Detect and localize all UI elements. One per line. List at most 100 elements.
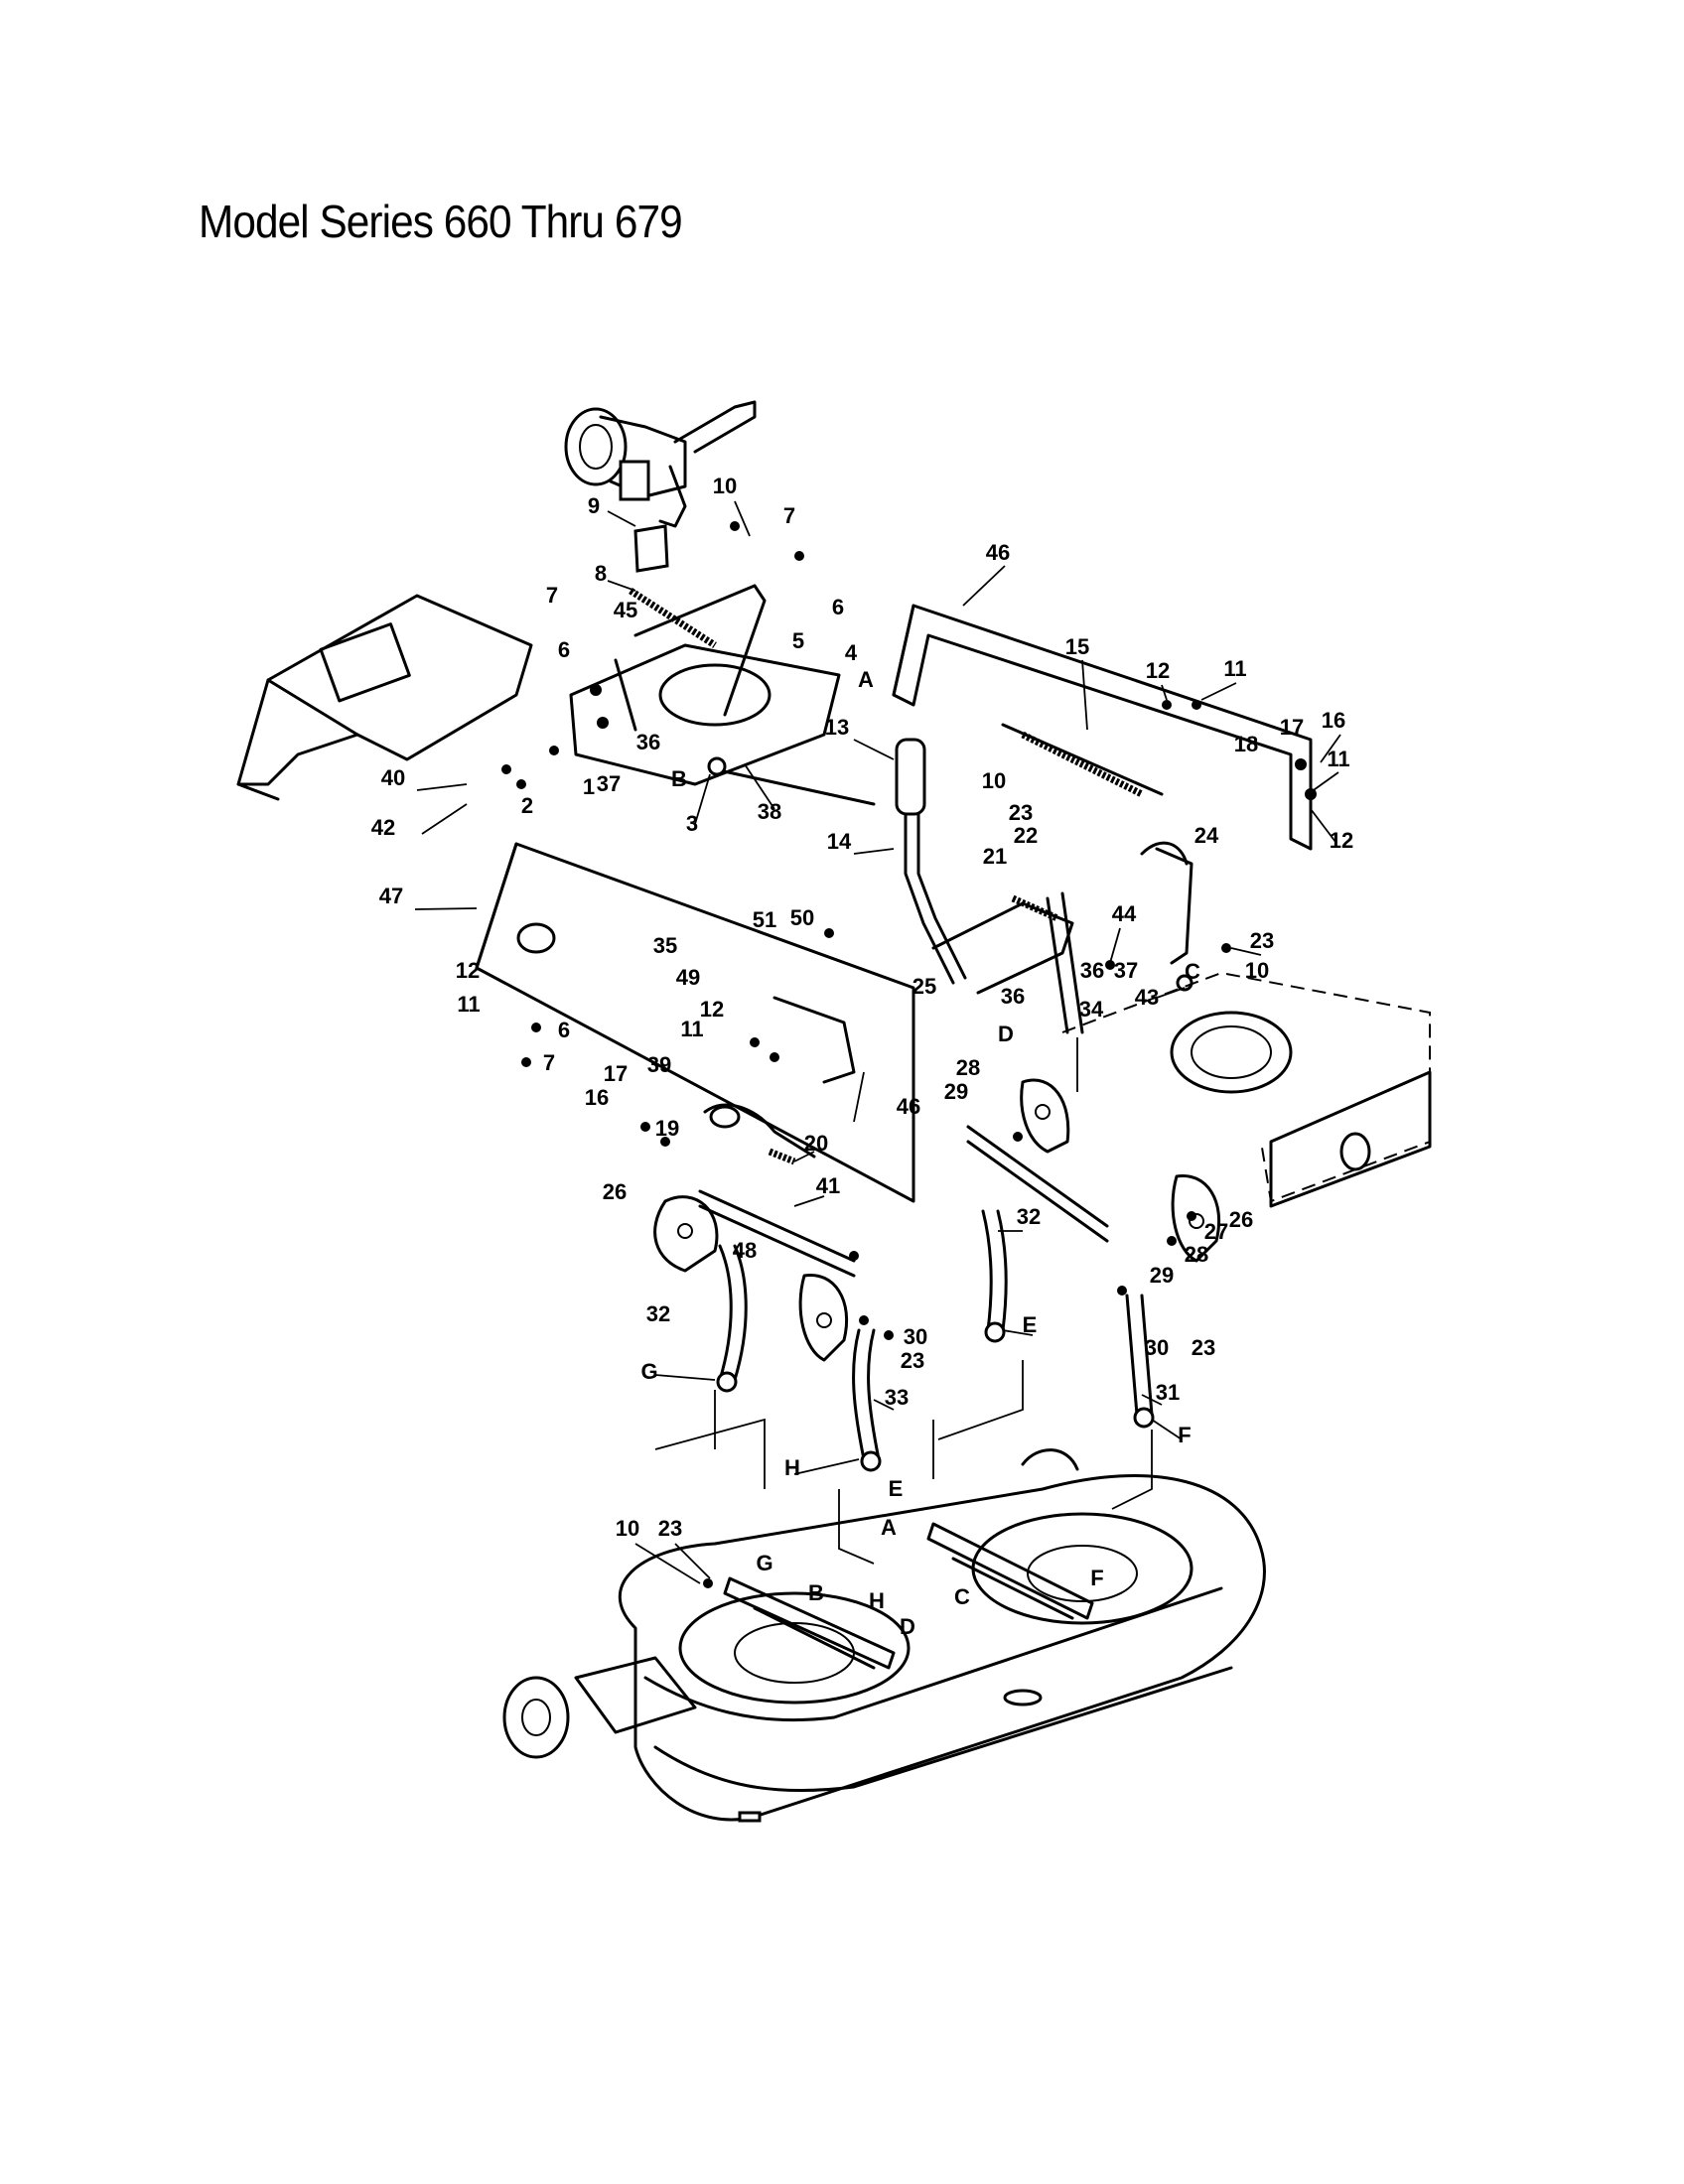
callout-label: 46: [986, 540, 1010, 565]
left-frame-plate: [236, 594, 533, 801]
callout-label: E: [1023, 1312, 1038, 1337]
callout-label: 33: [885, 1385, 909, 1410]
callout-label: 11: [680, 1017, 703, 1041]
callout-label: 28: [956, 1055, 980, 1080]
callout-label: 40: [381, 765, 405, 790]
callout-label: 45: [614, 598, 637, 622]
callout-label: 15: [1065, 634, 1089, 659]
callout-label: 22: [1014, 823, 1038, 848]
callout-label: 37: [597, 771, 621, 796]
callout-label: 42: [371, 815, 395, 840]
callout-label: 20: [804, 1131, 828, 1156]
callout-label: 23: [658, 1516, 682, 1541]
rear-link-bar: [966, 1125, 1109, 1243]
callout-label: 23: [1192, 1335, 1215, 1360]
callout-label: A: [881, 1515, 897, 1540]
callout-label: 3: [686, 811, 698, 836]
callout-label: 6: [558, 637, 570, 662]
callout-label: 1: [583, 774, 595, 799]
callout-label: 48: [733, 1238, 757, 1263]
callout-label: 16: [1322, 708, 1345, 733]
hanger-link-31: [1125, 1294, 1155, 1429]
callout-label: 25: [912, 974, 936, 999]
callout-label: 44: [1112, 901, 1137, 926]
callout-label: F: [1090, 1566, 1103, 1590]
callout-label: 11: [457, 992, 480, 1017]
callout-label: 30: [904, 1324, 927, 1349]
callout-label: 35: [653, 933, 677, 958]
callout-label: 16: [585, 1085, 609, 1110]
callout-label: 32: [1017, 1204, 1041, 1229]
steering-gear-assembly: [564, 400, 757, 573]
callout-label: B: [671, 766, 687, 791]
hanger-link-32-left: [716, 1244, 748, 1393]
callout-label: 27: [1204, 1219, 1228, 1244]
callout-label: 31: [1156, 1380, 1180, 1405]
callout-label: 7: [546, 583, 558, 608]
callout-label: 50: [790, 905, 814, 930]
callout-label: 10: [713, 474, 737, 498]
rear-bracket-28: [1020, 1078, 1070, 1154]
callout-label: 17: [1280, 715, 1304, 740]
callout-label: F: [1178, 1423, 1191, 1447]
callout-label: 29: [1150, 1263, 1174, 1288]
front-link-bar-41: [698, 1189, 856, 1278]
callout-label: 38: [758, 799, 781, 824]
callout-label: 46: [897, 1094, 920, 1119]
lift-shaft-assembly: [569, 584, 876, 806]
callout-label: G: [756, 1551, 772, 1575]
callout-label: 9: [588, 493, 600, 518]
callout-label: 13: [825, 715, 849, 740]
callout-label: 34: [1079, 997, 1104, 1022]
callout-label: 12: [1330, 828, 1353, 853]
callout-label: 36: [636, 730, 660, 754]
callout-label: H: [784, 1455, 800, 1480]
callout-label: 21: [983, 844, 1007, 869]
callout-label: 6: [832, 595, 844, 619]
callout-label: G: [640, 1359, 657, 1384]
callout-label: 49: [676, 965, 700, 990]
callout-label: 18: [1234, 732, 1258, 756]
callout-leaders: [414, 500, 1341, 1584]
callout-label: D: [998, 1022, 1014, 1046]
callout-label: 10: [616, 1516, 639, 1541]
callout-label: 10: [1245, 958, 1269, 983]
right-rear-bracket-27: [1171, 1173, 1221, 1263]
callout-label: 2: [521, 793, 533, 818]
callout-label: A: [858, 667, 874, 692]
hanger-link-32-right: [981, 1209, 1008, 1343]
callout-label: 12: [456, 958, 480, 983]
callout-label: 30: [1145, 1335, 1169, 1360]
deck-hanger-bracket-right: [926, 1522, 1094, 1620]
callout-label: 41: [816, 1173, 840, 1198]
callout-label: 19: [655, 1116, 679, 1141]
callout-label: 10: [982, 768, 1006, 793]
frame-rear-section: [1061, 971, 1432, 1208]
connection-guides: [654, 1037, 1153, 1565]
callout-label: H: [869, 1588, 885, 1613]
right-frame-plate: [892, 604, 1313, 851]
callout-label: 6: [558, 1018, 570, 1042]
callout-label: D: [900, 1614, 915, 1639]
callout-label: E: [889, 1476, 904, 1501]
callout-label: 12: [1146, 658, 1170, 683]
callout-label: 4: [845, 640, 858, 665]
hanger-link-33: [852, 1328, 882, 1472]
callout-label: 36: [1080, 958, 1104, 983]
callout-label: 11: [1327, 747, 1349, 771]
callout-label: C: [954, 1584, 970, 1609]
deck-hanger-bracket-left: [723, 1576, 896, 1670]
callout-label: C: [1185, 959, 1200, 984]
callout-label: 39: [647, 1052, 671, 1077]
callout-label: B: [808, 1580, 824, 1605]
mower-deck: [502, 1448, 1266, 1823]
callout-label: 51: [753, 907, 776, 932]
callout-label: 28: [1185, 1242, 1208, 1267]
left-front-bracket-26: [653, 1195, 719, 1273]
callout-label: 36: [1001, 984, 1025, 1009]
right-lift-bracket: [1046, 841, 1193, 1034]
callout-label: 23: [1009, 800, 1033, 825]
left-lift-plate: [475, 842, 915, 1203]
callout-label: 47: [379, 884, 403, 908]
